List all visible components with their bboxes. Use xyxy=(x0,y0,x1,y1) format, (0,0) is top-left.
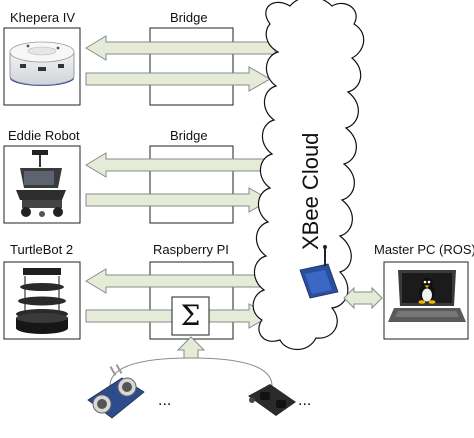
robot-label-khepera: Khepera IV xyxy=(10,10,75,25)
arrow-cloud-master xyxy=(343,286,383,310)
bridge-box-2 xyxy=(149,145,234,224)
xbee-cloud xyxy=(252,0,365,351)
ir-distance-sensor-photo xyxy=(248,384,296,416)
sum-block xyxy=(171,296,210,336)
sensor-bracket xyxy=(109,357,273,387)
master-pc-label: Master PC (ROS) xyxy=(374,242,474,257)
turtlebot-photo xyxy=(3,261,81,340)
raspberry-pi-label: Raspberry PI xyxy=(153,242,229,257)
eddie-robot-photo xyxy=(3,145,81,224)
khepera-robot-photo xyxy=(3,27,81,106)
sensor-ellipsis-2: ... xyxy=(298,392,311,409)
cloud-label: XBee Cloud xyxy=(298,133,323,250)
bridge-label-1: Bridge xyxy=(170,10,208,25)
ultrasonic-sensor-photo xyxy=(87,364,145,419)
arrow-turtlebot-to-sum xyxy=(85,309,173,323)
xbee-module-icon xyxy=(299,245,339,299)
robot-label-turtlebot: TurtleBot 2 xyxy=(10,242,73,257)
sensor-ellipsis-1: ... xyxy=(158,392,171,409)
sum-symbol: Σ xyxy=(181,299,201,332)
robot-label-eddie: Eddie Robot xyxy=(8,128,80,143)
linux-tux-icon xyxy=(418,277,436,304)
bridge-label-2: Bridge xyxy=(170,128,208,143)
arrow-sensors-to-sum xyxy=(176,336,206,359)
bridge-box-1 xyxy=(149,27,234,106)
arrow-khepera-to-cloud xyxy=(85,66,272,92)
